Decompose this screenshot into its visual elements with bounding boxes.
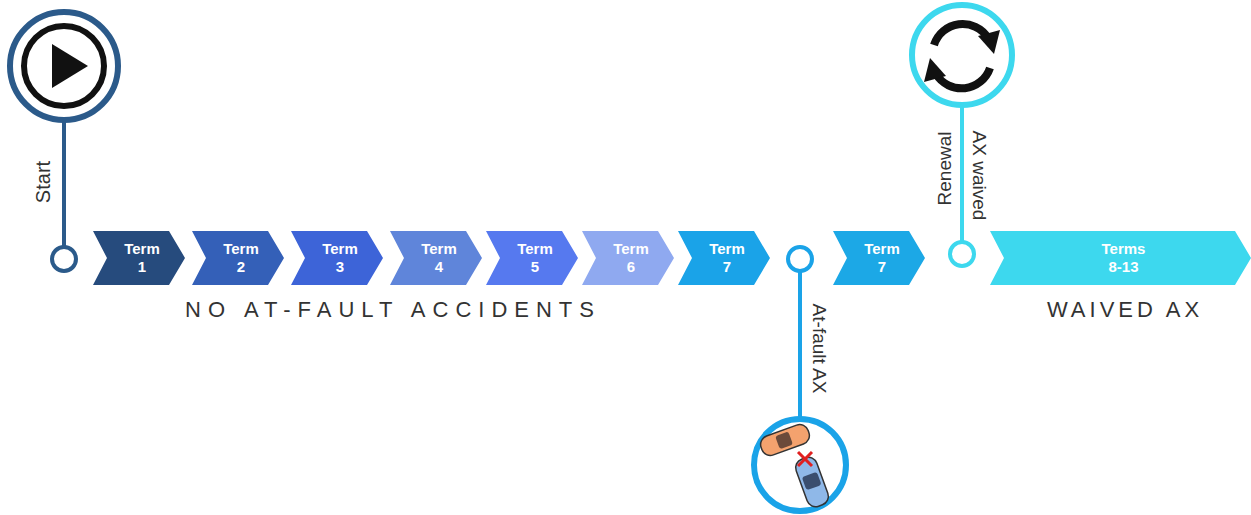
leader-line (62, 120, 66, 247)
term-heading: Term (322, 240, 358, 258)
renewal-ring (912, 5, 1012, 105)
event-label: AX waived (971, 130, 990, 220)
term-number: 6 (627, 258, 635, 276)
arrow-head (978, 30, 1000, 54)
renewal-symbol (934, 24, 990, 88)
term-number: 3 (336, 258, 344, 276)
term-chevron: Term3 (291, 231, 383, 285)
term-number: 4 (435, 258, 443, 276)
term-heading: Term (864, 240, 900, 258)
term-heading: Term (421, 240, 457, 258)
event-label: At-fault AX (811, 303, 830, 393)
term-heading: Terms (1102, 240, 1146, 258)
term-number: 5 (531, 258, 539, 276)
term-chevron: Term1 (93, 231, 185, 285)
play-symbol (52, 44, 88, 88)
term-chevron: Term2 (192, 231, 284, 285)
term-number: 7 (878, 258, 886, 276)
car-crash-icon (758, 422, 831, 509)
timeline-dot (950, 242, 974, 266)
term-heading: Term (124, 240, 160, 258)
start-ring (10, 12, 118, 120)
term-chevron: Term6 (582, 231, 674, 285)
term-number: 1 (138, 258, 146, 276)
term-heading: Term (223, 240, 259, 258)
section-label: WAIVED AX (1047, 299, 1203, 321)
term-heading: Term (517, 240, 553, 258)
term-number: 2 (237, 258, 245, 276)
leader-line (960, 105, 964, 242)
term-chevron: Term7 (678, 231, 770, 285)
section-label: NO AT-FAULT ACCIDENTS (185, 299, 601, 321)
timeline-dot (52, 247, 76, 271)
term-heading: Term (709, 240, 745, 258)
term-chevron: Term5 (486, 231, 578, 285)
term-number: 8-13 (1108, 258, 1138, 276)
term-chevron: Terms8-13 (990, 231, 1251, 285)
term-heading: Term (613, 240, 649, 258)
accident-ring (754, 419, 846, 511)
play-ring (24, 26, 104, 106)
term-number: 7 (723, 258, 731, 276)
arrow-head (924, 58, 946, 82)
leader-line (798, 271, 802, 418)
event-label: Renewal (936, 131, 955, 205)
term-chevron: Term7 (833, 231, 925, 285)
timeline-dot (788, 247, 812, 271)
term-chevron: Term4 (390, 231, 482, 285)
start-label: Start (33, 161, 53, 203)
